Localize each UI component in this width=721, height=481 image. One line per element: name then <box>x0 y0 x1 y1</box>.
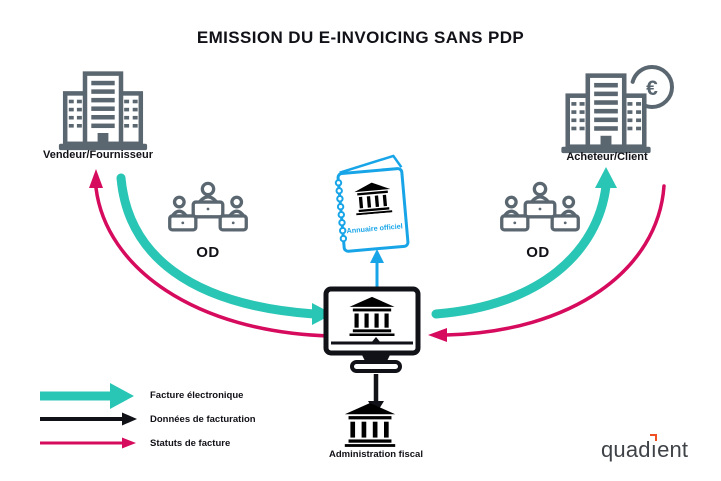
tax-admin-label: Administration fiscal <box>329 449 423 460</box>
legend-arrow-electronic-invoice <box>40 383 134 409</box>
od-left-group-icon <box>168 181 248 232</box>
diagram-title: EMISSION DU E-INVOICING SANS PDP <box>196 28 525 47</box>
euro-symbol: € <box>646 77 658 100</box>
od-left-label: OD <box>196 244 220 261</box>
portal-monitor-icon <box>323 286 421 373</box>
logo-text-pre: quad <box>601 437 651 462</box>
legend-label-invoice-status: Statuts de facture <box>150 438 231 449</box>
logo-orange-corner-icon <box>649 434 657 441</box>
legend-label-electronic-invoice: Facture électronique <box>150 390 244 401</box>
vendor-label: Vendeur/Fournisseur <box>42 149 154 161</box>
flow-arrow-directory-up <box>370 249 384 289</box>
flow-arrow-invoice-right <box>431 167 617 319</box>
tax-admin-bank-icon <box>344 403 396 447</box>
logo-text-post: ent <box>657 437 689 462</box>
od-right-group-icon <box>500 181 580 232</box>
flow-arrow-status-left <box>89 169 332 338</box>
buyer-label: Acheteur/Client <box>566 151 648 163</box>
flow-arrow-invoice-left <box>116 173 333 325</box>
vendor-building-icon <box>59 74 147 151</box>
flow-arrow-status-right <box>428 184 666 342</box>
od-right-label: OD <box>526 244 550 261</box>
logo-letter-i: ı <box>649 434 657 463</box>
legend-label-invoicing-data: Données de facturation <box>150 414 256 425</box>
legend-arrow-invoicing-data <box>40 412 137 426</box>
legend-arrow-invoice-status <box>40 437 136 449</box>
notebook-spiral-rings <box>334 179 348 243</box>
directory-notebook-icon: Annuaire officiel <box>334 154 410 253</box>
